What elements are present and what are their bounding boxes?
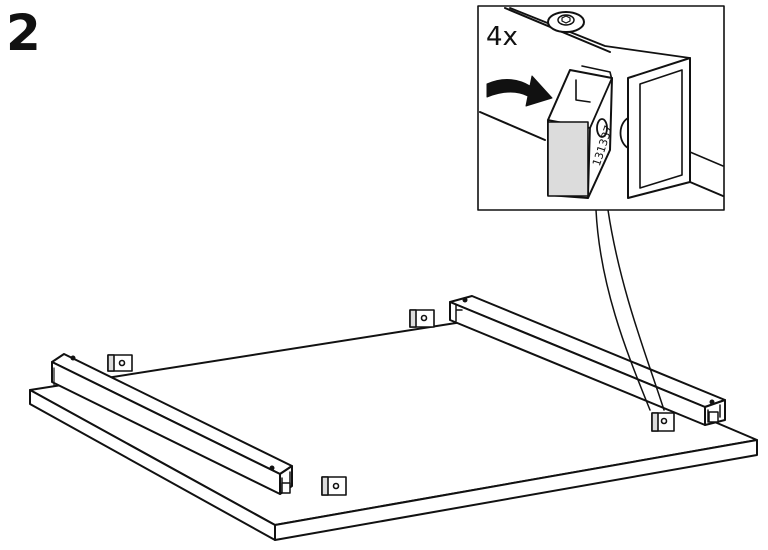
arrow-icon [486,75,553,107]
bracket-front-right [651,412,675,432]
step-number: 2 [6,4,41,62]
bracket-part [547,65,613,199]
bracket-back-right [409,309,435,328]
right-rail [449,295,726,426]
quantity-label: 4x [486,22,518,52]
detail-inset [477,5,725,211]
hex-bolt-icon [547,11,585,33]
left-rail [51,353,293,495]
bracket-icon [107,309,675,496]
tube-profile [619,57,691,199]
bracket-back-left [107,354,133,372]
base-panel [29,319,758,541]
bracket-front-left [321,476,347,496]
callout-lines [595,209,665,411]
